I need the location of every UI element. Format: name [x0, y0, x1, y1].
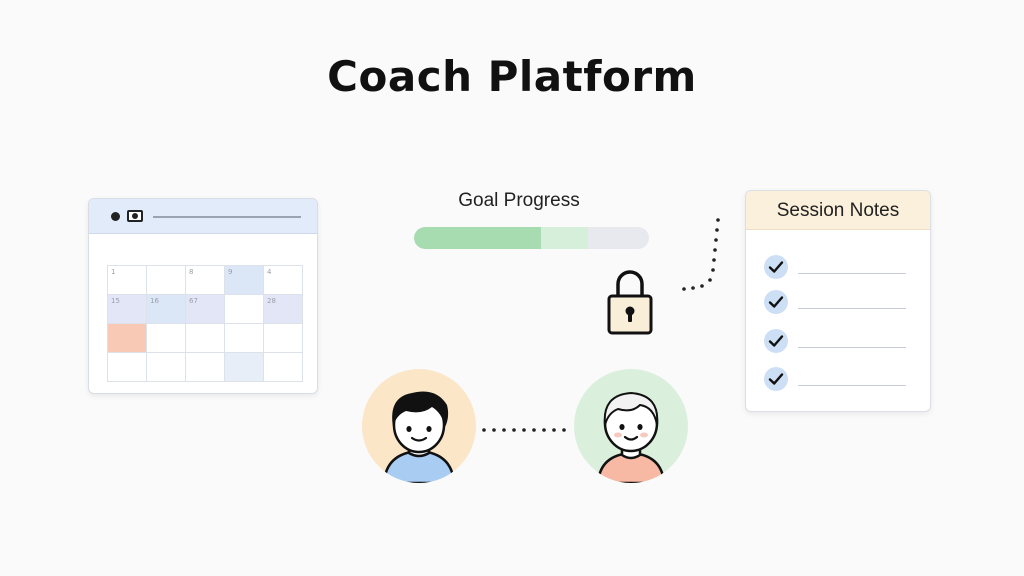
calendar-day-cell[interactable]: 4 [264, 266, 303, 295]
checkmark-icon[interactable] [764, 290, 788, 314]
calendar-day-cell[interactable]: 9 [225, 266, 264, 295]
calendar-day-cell[interactable]: 1 [108, 266, 147, 295]
goal-progress-secondary [541, 227, 588, 249]
session-note-item[interactable] [764, 290, 914, 314]
camera-icon[interactable] [127, 210, 143, 222]
calendar-day-cell[interactable] [147, 324, 186, 353]
calendar-day-cell[interactable]: 8 [186, 266, 225, 295]
session-notes-card[interactable]: Session Notes [745, 190, 931, 412]
calendar-day-cell[interactable] [264, 324, 303, 353]
calendar-day-cell[interactable] [147, 353, 186, 382]
note-text-line [798, 273, 906, 274]
note-text-line [798, 385, 906, 386]
checkmark-icon[interactable] [764, 255, 788, 279]
calendar-day-cell[interactable] [225, 295, 264, 324]
calendar-header [89, 199, 317, 234]
calendar-day-cell[interactable] [186, 353, 225, 382]
calendar-day-cell[interactable]: 15 [108, 295, 147, 324]
calendar-day-cell[interactable] [264, 353, 303, 382]
calendar-day-cell[interactable] [108, 353, 147, 382]
goal-progress-label: Goal Progress [458, 190, 580, 211]
calendar-day-cell[interactable]: 16 [147, 295, 186, 324]
checkmark-icon[interactable] [764, 367, 788, 391]
session-note-item[interactable] [764, 329, 914, 353]
calendar-day-cell[interactable] [225, 324, 264, 353]
goal-progress-bar [414, 227, 649, 249]
checkmark-icon[interactable] [764, 329, 788, 353]
calendar-header-bar [153, 216, 301, 218]
page-title: Coach Platform [327, 52, 697, 101]
session-notes-title: Session Notes [746, 191, 930, 230]
record-dot-icon [111, 212, 120, 221]
padlock-icon [607, 270, 653, 335]
calendar-day-cell[interactable]: 67 [186, 295, 225, 324]
client-avatar-icon[interactable] [574, 369, 688, 483]
session-note-item[interactable] [764, 255, 914, 279]
note-text-line [798, 308, 906, 309]
dotted-connector-lock-notes [682, 218, 720, 291]
goal-progress-fill [414, 227, 541, 249]
calendar-day-cell[interactable] [147, 266, 186, 295]
calendar-day-cell[interactable]: 28 [264, 295, 303, 324]
session-note-item[interactable] [764, 367, 914, 391]
note-text-line [798, 347, 906, 348]
coach-avatar-icon[interactable] [362, 369, 476, 483]
calendar-day-cell[interactable] [225, 353, 264, 382]
dotted-connector-people [482, 428, 566, 432]
calendar-day-cell[interactable] [108, 324, 147, 353]
calendar-day-cell[interactable] [186, 324, 225, 353]
